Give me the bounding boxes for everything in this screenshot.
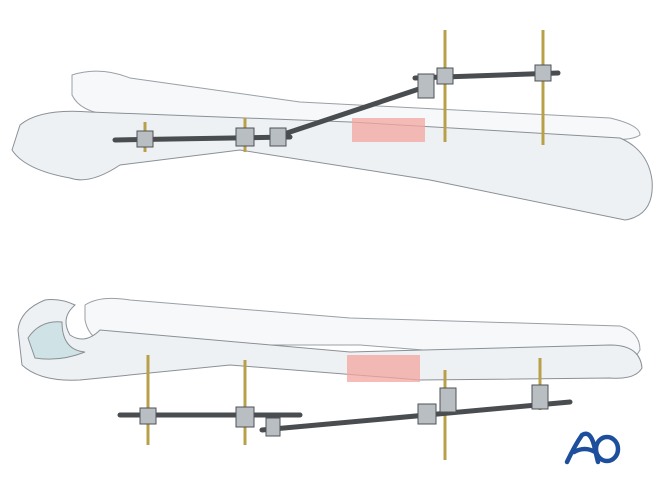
clamp bbox=[436, 67, 454, 85]
fracture-zone-top bbox=[352, 118, 425, 142]
clamp bbox=[139, 407, 157, 425]
ao-logo bbox=[564, 431, 621, 465]
clamp bbox=[417, 403, 437, 425]
clamp bbox=[439, 387, 457, 413]
rod bbox=[275, 83, 431, 139]
clamp bbox=[265, 417, 281, 437]
clamp bbox=[534, 64, 552, 82]
rod bbox=[259, 399, 573, 433]
bottom-view bbox=[17, 297, 643, 460]
clamp bbox=[235, 127, 255, 147]
clamp bbox=[269, 127, 287, 147]
top-view bbox=[11, 30, 653, 221]
clamp bbox=[417, 73, 435, 99]
joint-surface bbox=[27, 321, 86, 360]
fracture-zone-bottom bbox=[347, 355, 420, 382]
clamp bbox=[531, 384, 549, 410]
clamp bbox=[136, 130, 154, 148]
clamp bbox=[235, 406, 255, 428]
